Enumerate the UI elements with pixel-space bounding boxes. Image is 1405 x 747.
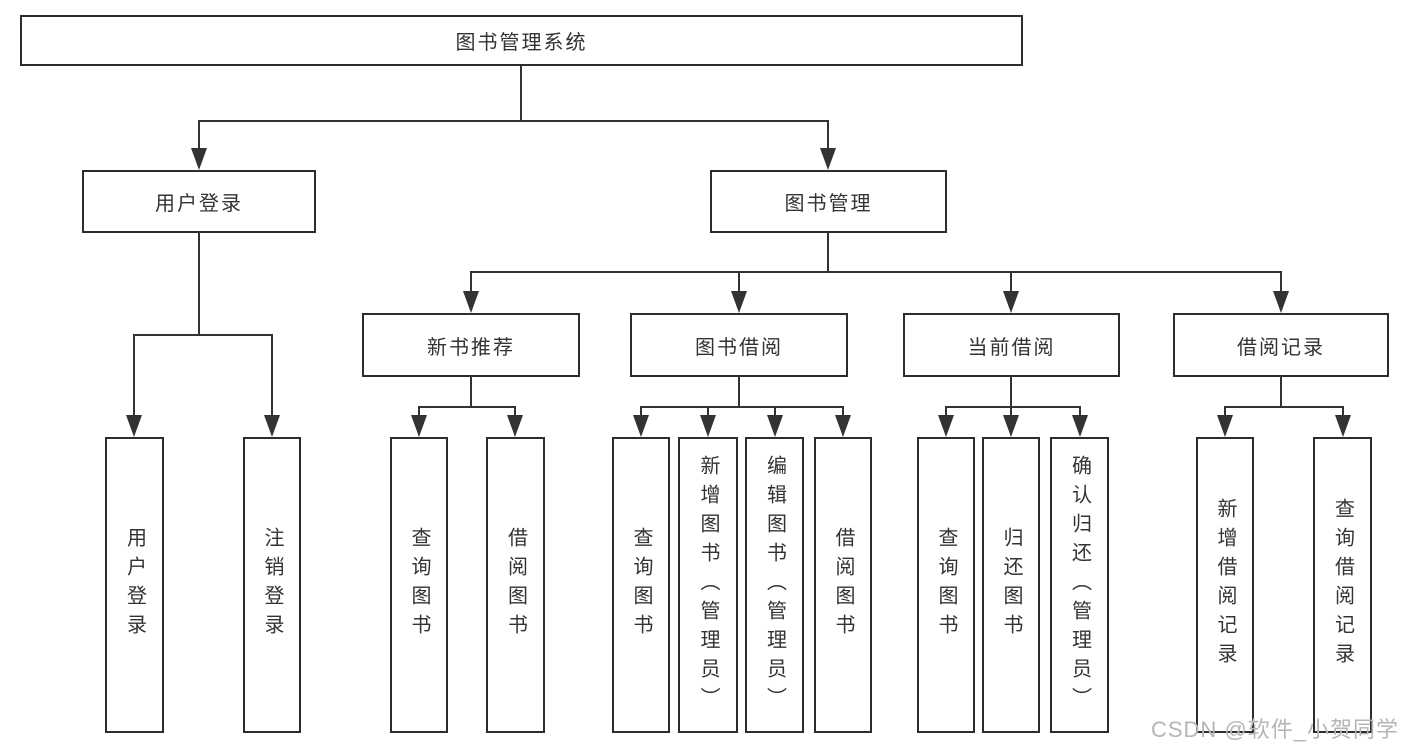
node-label: 新增借阅记录 (1214, 498, 1236, 672)
connector-group-book-management-children (463, 233, 1289, 313)
node-label: 用户登录 (123, 527, 146, 643)
node-label: 图书管理 (784, 193, 873, 215)
arrow-down-icon (1273, 291, 1289, 313)
node-label: 用户登录 (155, 193, 243, 215)
leaf-return-book: 归还图书 (982, 437, 1040, 733)
node-label: 编辑图书（管理员） (763, 454, 786, 716)
leaf-logout: 注销登录 (243, 437, 301, 733)
arrow-down-icon (191, 148, 207, 170)
arrow-down-icon (633, 415, 649, 437)
node-label: 查询图书 (935, 527, 957, 643)
arrow-down-icon (767, 415, 783, 437)
node-new-book-recommend: 新书推荐 (362, 313, 580, 377)
arrow-down-icon (700, 415, 716, 437)
arrow-down-icon (411, 415, 427, 437)
arrow-down-icon (1003, 291, 1019, 313)
connector-group-borrow-record-children (1217, 377, 1351, 437)
arrow-down-icon (1335, 415, 1351, 437)
node-book-borrowing: 图书借阅 (630, 313, 848, 377)
leaf-query-books-recommend: 查询图书 (390, 437, 448, 733)
node-label: 查询图书 (630, 527, 652, 643)
watermark: CSDN @软件_小贺同学 (1150, 717, 1399, 742)
arrow-down-icon (1217, 415, 1233, 437)
leaf-query-books-current: 查询图书 (917, 437, 975, 733)
connector-group-current-borrow-children (938, 377, 1088, 437)
arrow-down-icon (820, 148, 836, 170)
connector-group-root-to-level1 (191, 66, 836, 170)
arrow-down-icon (264, 415, 280, 437)
arrow-down-icon (731, 291, 747, 313)
leaf-borrow-books: 借阅图书 (814, 437, 872, 733)
node-label: 查询图书 (408, 527, 430, 643)
node-label: 借阅图书 (504, 527, 527, 643)
leaf-add-borrow-record: 新增借阅记录 (1196, 437, 1254, 733)
node-library-management-system: 图书管理系统 (20, 15, 1023, 66)
node-label: 注销登录 (261, 527, 283, 643)
node-borrowing-records: 借阅记录 (1173, 313, 1389, 377)
connector-group-user-login-children (126, 233, 280, 437)
node-label: 新书推荐 (427, 336, 515, 359)
leaf-user-login: 用户登录 (105, 437, 164, 733)
connector-group-book-borrow-children (633, 377, 851, 437)
node-label: 借阅记录 (1237, 336, 1325, 359)
node-label: 图书借阅 (695, 336, 783, 359)
node-label: 当前借阅 (967, 336, 1056, 359)
leaf-confirm-return-admin: 确认归还（管理员） (1050, 437, 1109, 733)
arrow-down-icon (463, 291, 479, 313)
node-user-login: 用户登录 (82, 170, 316, 233)
leaf-query-borrow-record: 查询借阅记录 (1313, 437, 1372, 733)
leaf-edit-book-admin: 编辑图书（管理员） (745, 437, 804, 733)
node-book-management: 图书管理 (710, 170, 947, 233)
leaf-query-books-borrow: 查询图书 (612, 437, 670, 733)
node-label: 查询借阅记录 (1331, 498, 1354, 672)
node-current-borrowing: 当前借阅 (903, 313, 1120, 377)
node-label: 借阅图书 (832, 527, 854, 643)
leaf-borrow-books-recommend: 借阅图书 (486, 437, 545, 733)
node-label: 确认归还（管理员） (1068, 454, 1091, 716)
arrow-down-icon (126, 415, 142, 437)
arrow-down-icon (507, 415, 523, 437)
arrow-down-icon (835, 415, 851, 437)
node-label: 图书管理系统 (455, 32, 588, 54)
leaf-add-book-admin: 新增图书（管理员） (678, 437, 738, 733)
arrow-down-icon (938, 415, 954, 437)
node-label: 新增图书（管理员） (697, 454, 719, 716)
arrow-down-icon (1003, 415, 1019, 437)
arrow-down-icon (1072, 415, 1088, 437)
connector-group-new-book-children (411, 377, 523, 437)
node-label: 归还图书 (1000, 527, 1022, 643)
